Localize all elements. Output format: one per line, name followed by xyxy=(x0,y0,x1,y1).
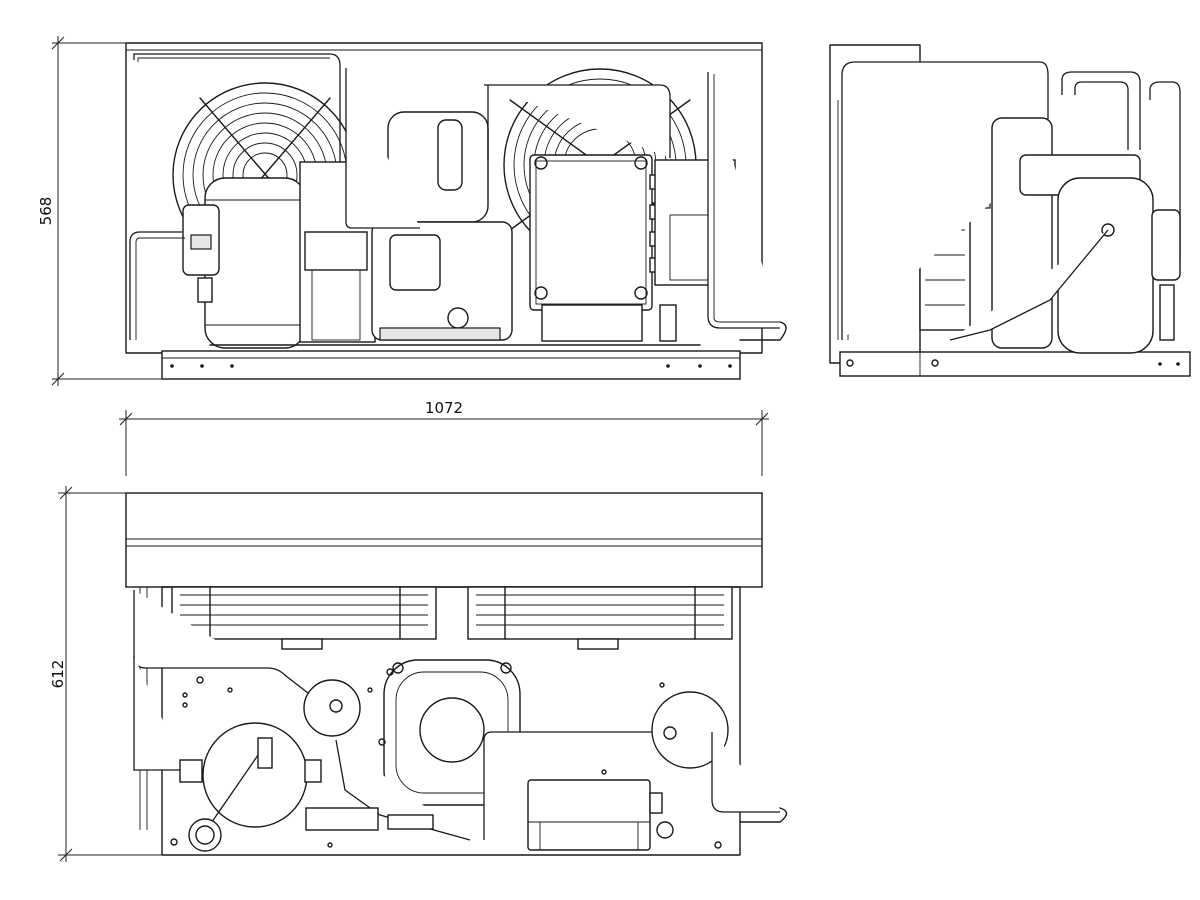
side-view xyxy=(829,44,1191,377)
top-view xyxy=(125,492,788,856)
condenser-header xyxy=(125,492,763,588)
depth-label: 612 xyxy=(49,660,67,689)
liquid-receiver xyxy=(182,177,306,349)
fan-grille-right xyxy=(467,586,733,650)
width-label: 1072 xyxy=(425,399,463,417)
electrical-box xyxy=(529,154,665,342)
dimension-height: 568 xyxy=(37,36,162,386)
right-vessel xyxy=(651,691,729,769)
compressor xyxy=(371,111,513,341)
receiver-top xyxy=(179,722,322,852)
height-label: 568 xyxy=(37,197,55,226)
base-rail xyxy=(161,350,741,380)
fan-grille-left xyxy=(171,586,437,650)
dimension-width: 1072 xyxy=(119,399,769,476)
electrical-box-top xyxy=(527,779,651,851)
front-view xyxy=(125,42,787,380)
dimension-depth: 612 xyxy=(49,486,162,862)
service-valve xyxy=(659,304,677,342)
